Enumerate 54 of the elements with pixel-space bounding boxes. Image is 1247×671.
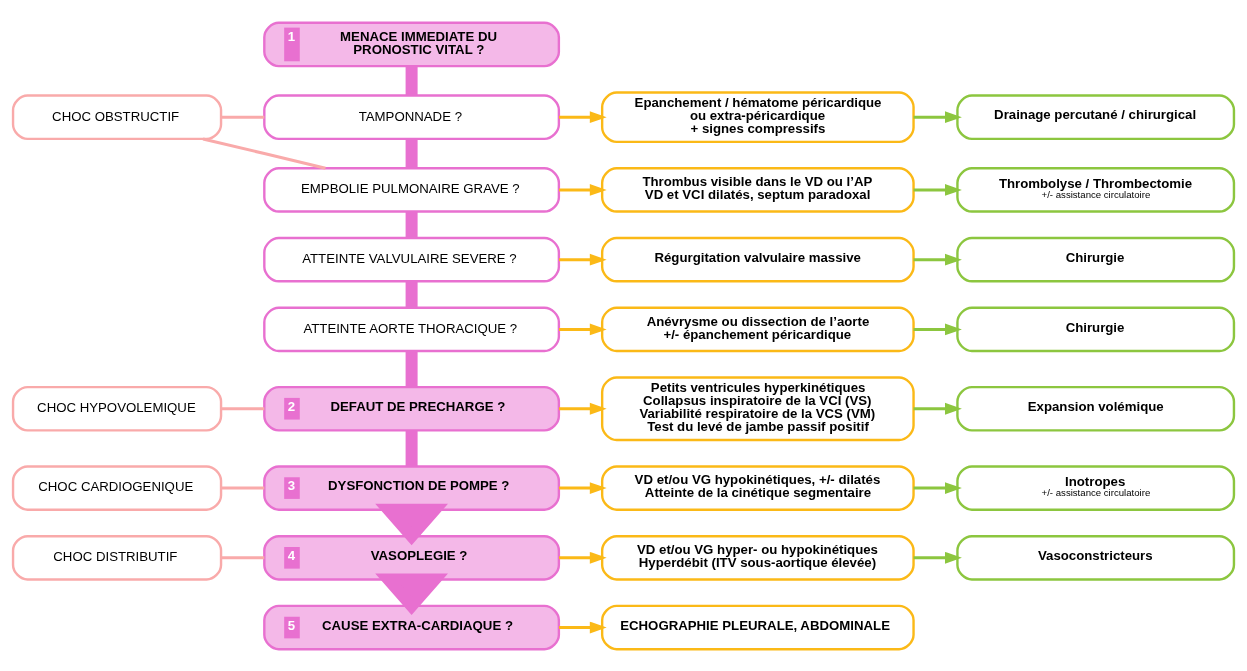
connector — [405, 430, 418, 466]
arrow — [559, 110, 607, 123]
node-box: Vasoconstricteurs — [956, 534, 1236, 581]
connector — [221, 115, 265, 119]
node-box: VD et/ou VG hyper- ou hypokinétiques Hyperdébit (ITV sous-aortique élevée) — [600, 534, 915, 581]
node-box: Petits ventricules hyperkinétiques Collapsus inspiratoire de la VCI (VS) Variabilité respiratoire de la VCS (VM) Test du levé de jambe passif positif — [600, 375, 915, 441]
connector — [405, 138, 418, 168]
arrow — [559, 621, 607, 633]
arrow — [913, 481, 962, 494]
arrow — [559, 481, 607, 494]
arrow — [559, 253, 607, 266]
connector — [405, 211, 418, 238]
node-box: Thrombus visible dans le VD ou l’AP VD et VCI dilatés, septum paradoxal — [600, 166, 915, 213]
node-box: Thrombolyse / Thrombectomie +/- assistance circulatoire — [956, 166, 1236, 213]
node-box: 5 CAUSE EXTRA-CARDIAQUE ? — [263, 604, 561, 650]
connector — [405, 65, 418, 95]
node-box: ECHOGRAPHIE PLEURALE, ABDOMINALE — [600, 604, 915, 650]
node-box: ATTEINTE VALVULAIRE SEVERE ? — [263, 236, 561, 282]
node-box: CHOC DISTRIBUTIF — [11, 534, 223, 581]
arrow — [913, 402, 962, 415]
connector — [405, 350, 418, 387]
node-box: Anévrysme ou dissection de l’aorte +/- épanchement péricardique — [600, 306, 915, 352]
arrow — [913, 183, 962, 196]
node-box: CHOC CARDIOGENIQUE — [11, 464, 223, 511]
connector — [202, 136, 326, 170]
connector — [221, 486, 265, 490]
arrow — [559, 402, 607, 415]
node-box: Drainage percutané / chirurgical — [956, 93, 1236, 140]
node-box: VD et/ou VG hypokinétiques, +/- dilatés Atteinte de la cinétique segmentaire — [600, 464, 915, 511]
arrow — [375, 572, 448, 615]
node-box: Chirurgie — [956, 236, 1236, 282]
node-box: CHOC OBSTRUCTIF — [11, 93, 223, 140]
node-box: Epanchement / hématome péricardique ou extra-péricardique + signes compressifs — [600, 90, 915, 143]
node-box: Inotropes +/- assistance circulatoire — [956, 464, 1236, 511]
node-box: EMPBOLIE PULMONAIRE GRAVE ? — [263, 166, 561, 213]
arrow — [913, 322, 962, 335]
arrow — [913, 110, 962, 123]
node-box: Chirurgie — [956, 306, 1236, 352]
node-box: 2 DEFAUT DE PRECHARGE ? — [263, 385, 561, 432]
connector — [221, 406, 265, 410]
node-box: TAMPONNADE ? — [263, 93, 561, 140]
arrow — [913, 551, 962, 564]
arrow — [559, 322, 607, 335]
node-box: 1 MENACE IMMEDIATE DU PRONOSTIC VITAL ? — [263, 21, 561, 67]
arrow — [913, 253, 962, 266]
node-box: CHOC HYPOVOLEMIQUE — [11, 385, 223, 432]
node-box: Expansion volémique — [956, 385, 1236, 432]
node-box: ATTEINTE AORTE THORACIQUE ? — [263, 306, 561, 352]
arrow — [559, 551, 607, 564]
node-box: Régurgitation valvulaire massive — [600, 236, 915, 282]
arrow — [559, 183, 607, 196]
connector — [405, 280, 418, 308]
arrow — [375, 503, 448, 545]
connector — [221, 555, 265, 559]
